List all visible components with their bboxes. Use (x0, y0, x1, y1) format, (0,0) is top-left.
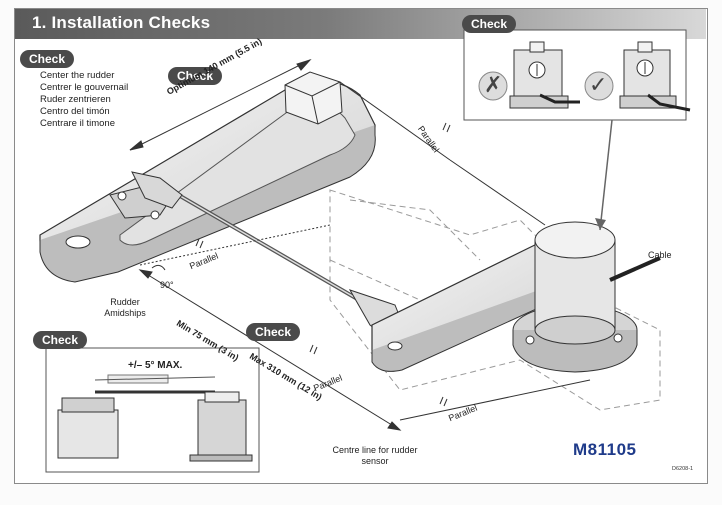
check-badge: Check (20, 50, 75, 68)
document-reference: D6208-1 (672, 466, 694, 472)
tiller-arm (39, 71, 376, 283)
center-rudder-list: Center the rudder Centrer le gouvernail … (40, 70, 128, 130)
check-badge-bottom-left: Check (33, 331, 88, 349)
check-badge-top-right: Check (462, 15, 517, 33)
check-badge-distance: Check (246, 323, 301, 341)
rudder-amidships-label: Rudder Amidships (104, 297, 146, 318)
inset-top-right (463, 29, 691, 231)
center-rudder-it: Centrare il timone (40, 118, 115, 129)
dimension-lines (129, 58, 591, 431)
angle-label: 90° (160, 280, 174, 290)
center-rudder-es: Centro del timón (40, 106, 110, 117)
center-rudder-en: Center the rudder (40, 70, 115, 81)
check-badge-arm: Check (168, 67, 223, 85)
inset-bottom-left (45, 347, 260, 473)
check-mark-icon: ✓ (589, 72, 608, 97)
page-title: 1. Installation Checks (32, 13, 211, 32)
cross-mark-icon: ✗ (484, 72, 503, 97)
center-rudder-de: Ruder zentrieren (40, 94, 111, 105)
parallel-marks (195, 122, 451, 407)
inset-sensor-wrong (478, 41, 580, 109)
cable-label: Cable (648, 250, 672, 260)
ghost-sensor-outline (329, 189, 661, 411)
center-rudder-fr: Centrer le gouvernail (40, 82, 129, 93)
inset-sensor-right (584, 41, 691, 112)
tolerance-label: +/– 5° MAX. (128, 360, 183, 371)
model-code: M81105 (573, 440, 637, 459)
centre-line-label: Centre line for rudder sensor (332, 445, 418, 466)
rudder-sensor (512, 221, 661, 373)
